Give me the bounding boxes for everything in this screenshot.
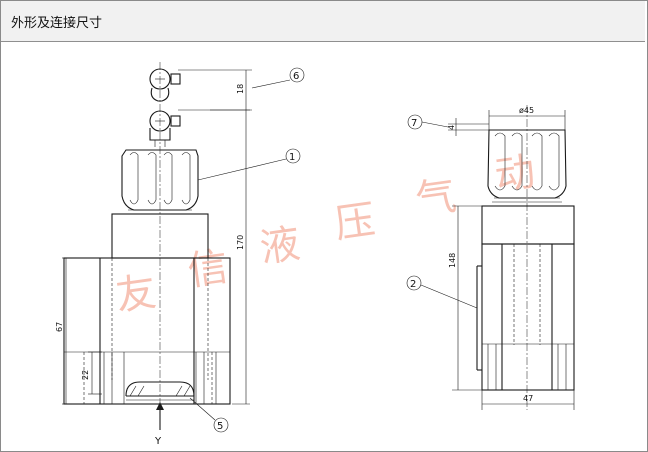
callout-2: 2 — [406, 275, 478, 309]
dim-18: 18 — [178, 69, 252, 111]
main-body — [63, 257, 231, 405]
dim-18-label: 18 — [236, 84, 245, 94]
dim-22: 22 — [81, 351, 102, 395]
callout-5: 5 — [189, 397, 229, 433]
watermark-char-4: 压 — [332, 197, 378, 248]
dim-148-label: 148 — [448, 253, 457, 268]
callout-1: 1 — [197, 148, 301, 181]
watermark-char-1: 友 — [113, 269, 159, 320]
callout-2-label: 2 — [410, 279, 416, 290]
section-title: 外形及连接尺寸 — [11, 16, 103, 31]
dim-67: 67 — [55, 257, 72, 405]
callout-6: 6 — [251, 67, 305, 89]
dim-45-label: ø45 — [519, 106, 534, 115]
view-arrow: Y — [154, 402, 164, 447]
callout-5-label: 5 — [217, 421, 223, 432]
watermark-char-3: 液 — [257, 221, 303, 272]
dim-67-label: 67 — [55, 322, 64, 332]
dim-170: 170 — [210, 109, 250, 405]
dim-170-label: 170 — [236, 235, 245, 250]
dim-45: ø45 — [488, 106, 566, 130]
dim-4-label: 4 — [447, 125, 456, 130]
dim-148: 148 — [448, 205, 482, 391]
front-view: Y 18 170 67 22 — [55, 62, 305, 447]
key-lower — [149, 110, 181, 147]
watermark: 友 信 液 压 气 动 — [113, 149, 538, 320]
key-upper — [149, 68, 181, 102]
section-header: 外形及连接尺寸 — [1, 1, 645, 42]
dim-47: 47 — [481, 390, 575, 410]
callout-7: 7 — [407, 114, 449, 130]
view-label: Y — [154, 436, 162, 447]
callout-7-label: 7 — [411, 118, 417, 129]
dim-22-label: 22 — [81, 370, 90, 380]
side-body — [476, 205, 575, 391]
callout-1-label: 1 — [289, 152, 295, 163]
side-view: ø45 4 7 148 2 — [406, 105, 575, 410]
callout-6-label: 6 — [293, 71, 299, 82]
watermark-char-6: 动 — [492, 149, 538, 200]
dim-47-label: 47 — [523, 394, 533, 403]
dim-4: 4 — [447, 118, 489, 136]
side-knob — [487, 129, 567, 203]
watermark-char-5: 气 — [413, 173, 459, 224]
